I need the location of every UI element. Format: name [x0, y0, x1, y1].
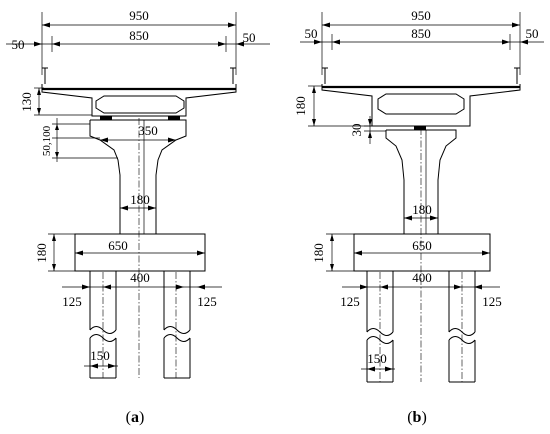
dim-deck-total-a: 950: [41, 8, 237, 75]
bearings-b: [414, 126, 426, 130]
pier-cap-column-b: [385, 128, 457, 382]
caption-a-letter: a: [131, 409, 139, 426]
figure-b: 950 850 50 50: [293, 8, 544, 426]
dim-left-b: 180 30: [293, 85, 386, 144]
label-column-width-a: 180: [130, 192, 150, 207]
figure-a: 950 850 50 50: [6, 8, 270, 426]
dim-column-width-a: 180: [120, 192, 156, 211]
caption-b-letter: b: [413, 409, 422, 426]
label-overhang-left-b: 50: [305, 26, 318, 41]
dim-column-width-b: 180: [404, 202, 438, 221]
piles-a: 150: [84, 271, 191, 379]
dim-piles-a: 400 125 125: [62, 270, 222, 309]
dim-deck-total-b: 950: [321, 8, 521, 75]
caption-b: (b): [407, 409, 427, 426]
label-footing-depth-b: 180: [311, 243, 326, 263]
label-deck-core-a: 850: [129, 28, 149, 43]
label-pile-diameter-a: 150: [90, 348, 110, 363]
footing-b: 650 180: [311, 233, 491, 272]
label-footing-width-b: 650: [412, 238, 432, 253]
label-footing-depth-a: 180: [34, 243, 49, 263]
label-girder-depth-a: 130: [19, 92, 34, 112]
label-deck-core-b: 850: [411, 26, 431, 41]
dim-deck-core-b: 850 50 50: [300, 26, 544, 50]
dim-left-a: 130 50,100: [19, 87, 118, 162]
label-girder-depth-b: 180: [293, 96, 308, 116]
label-overhang-left-a: 50: [12, 37, 25, 52]
label-pile-spacing-a: 400: [130, 270, 150, 285]
label-pile-edge-left-b: 125: [340, 294, 360, 309]
dim-piles-b: 400 125 125: [340, 270, 502, 309]
deck-slab-b: [321, 84, 521, 127]
footing-a: 650 180: [34, 233, 206, 272]
label-deck-total-a: 950: [129, 8, 149, 23]
label-pile-edge-right-a: 125: [197, 294, 217, 309]
label-bearing-stack-a: 50,100: [41, 125, 53, 156]
label-footing-width-a: 650: [108, 238, 128, 253]
dim-deck-core-a: 850 50 50: [6, 28, 270, 52]
label-pile-spacing-b: 400: [412, 270, 432, 285]
dim-cap-width-a: 350: [100, 123, 176, 143]
label-overhang-right-b: 50: [526, 26, 539, 41]
railing-posts-b: [322, 67, 520, 84]
deck-slab-a: [41, 84, 237, 117]
pier-cap-column-a: [89, 118, 187, 378]
label-column-width-b: 180: [412, 202, 432, 217]
label-bearing-gap-b: 30: [349, 124, 364, 137]
label-deck-total-b: 950: [411, 8, 431, 23]
label-overhang-right-a: 50: [243, 30, 256, 45]
label-pile-edge-right-b: 125: [482, 294, 502, 309]
label-pile-edge-left-a: 125: [62, 294, 82, 309]
label-cap-width-a: 350: [138, 123, 158, 138]
piles-b: 150: [361, 271, 476, 383]
caption-a: (a): [126, 409, 145, 426]
label-pile-diameter-b: 150: [367, 351, 387, 366]
bearings-a: [100, 116, 180, 120]
railing-posts-a: [42, 67, 236, 84]
